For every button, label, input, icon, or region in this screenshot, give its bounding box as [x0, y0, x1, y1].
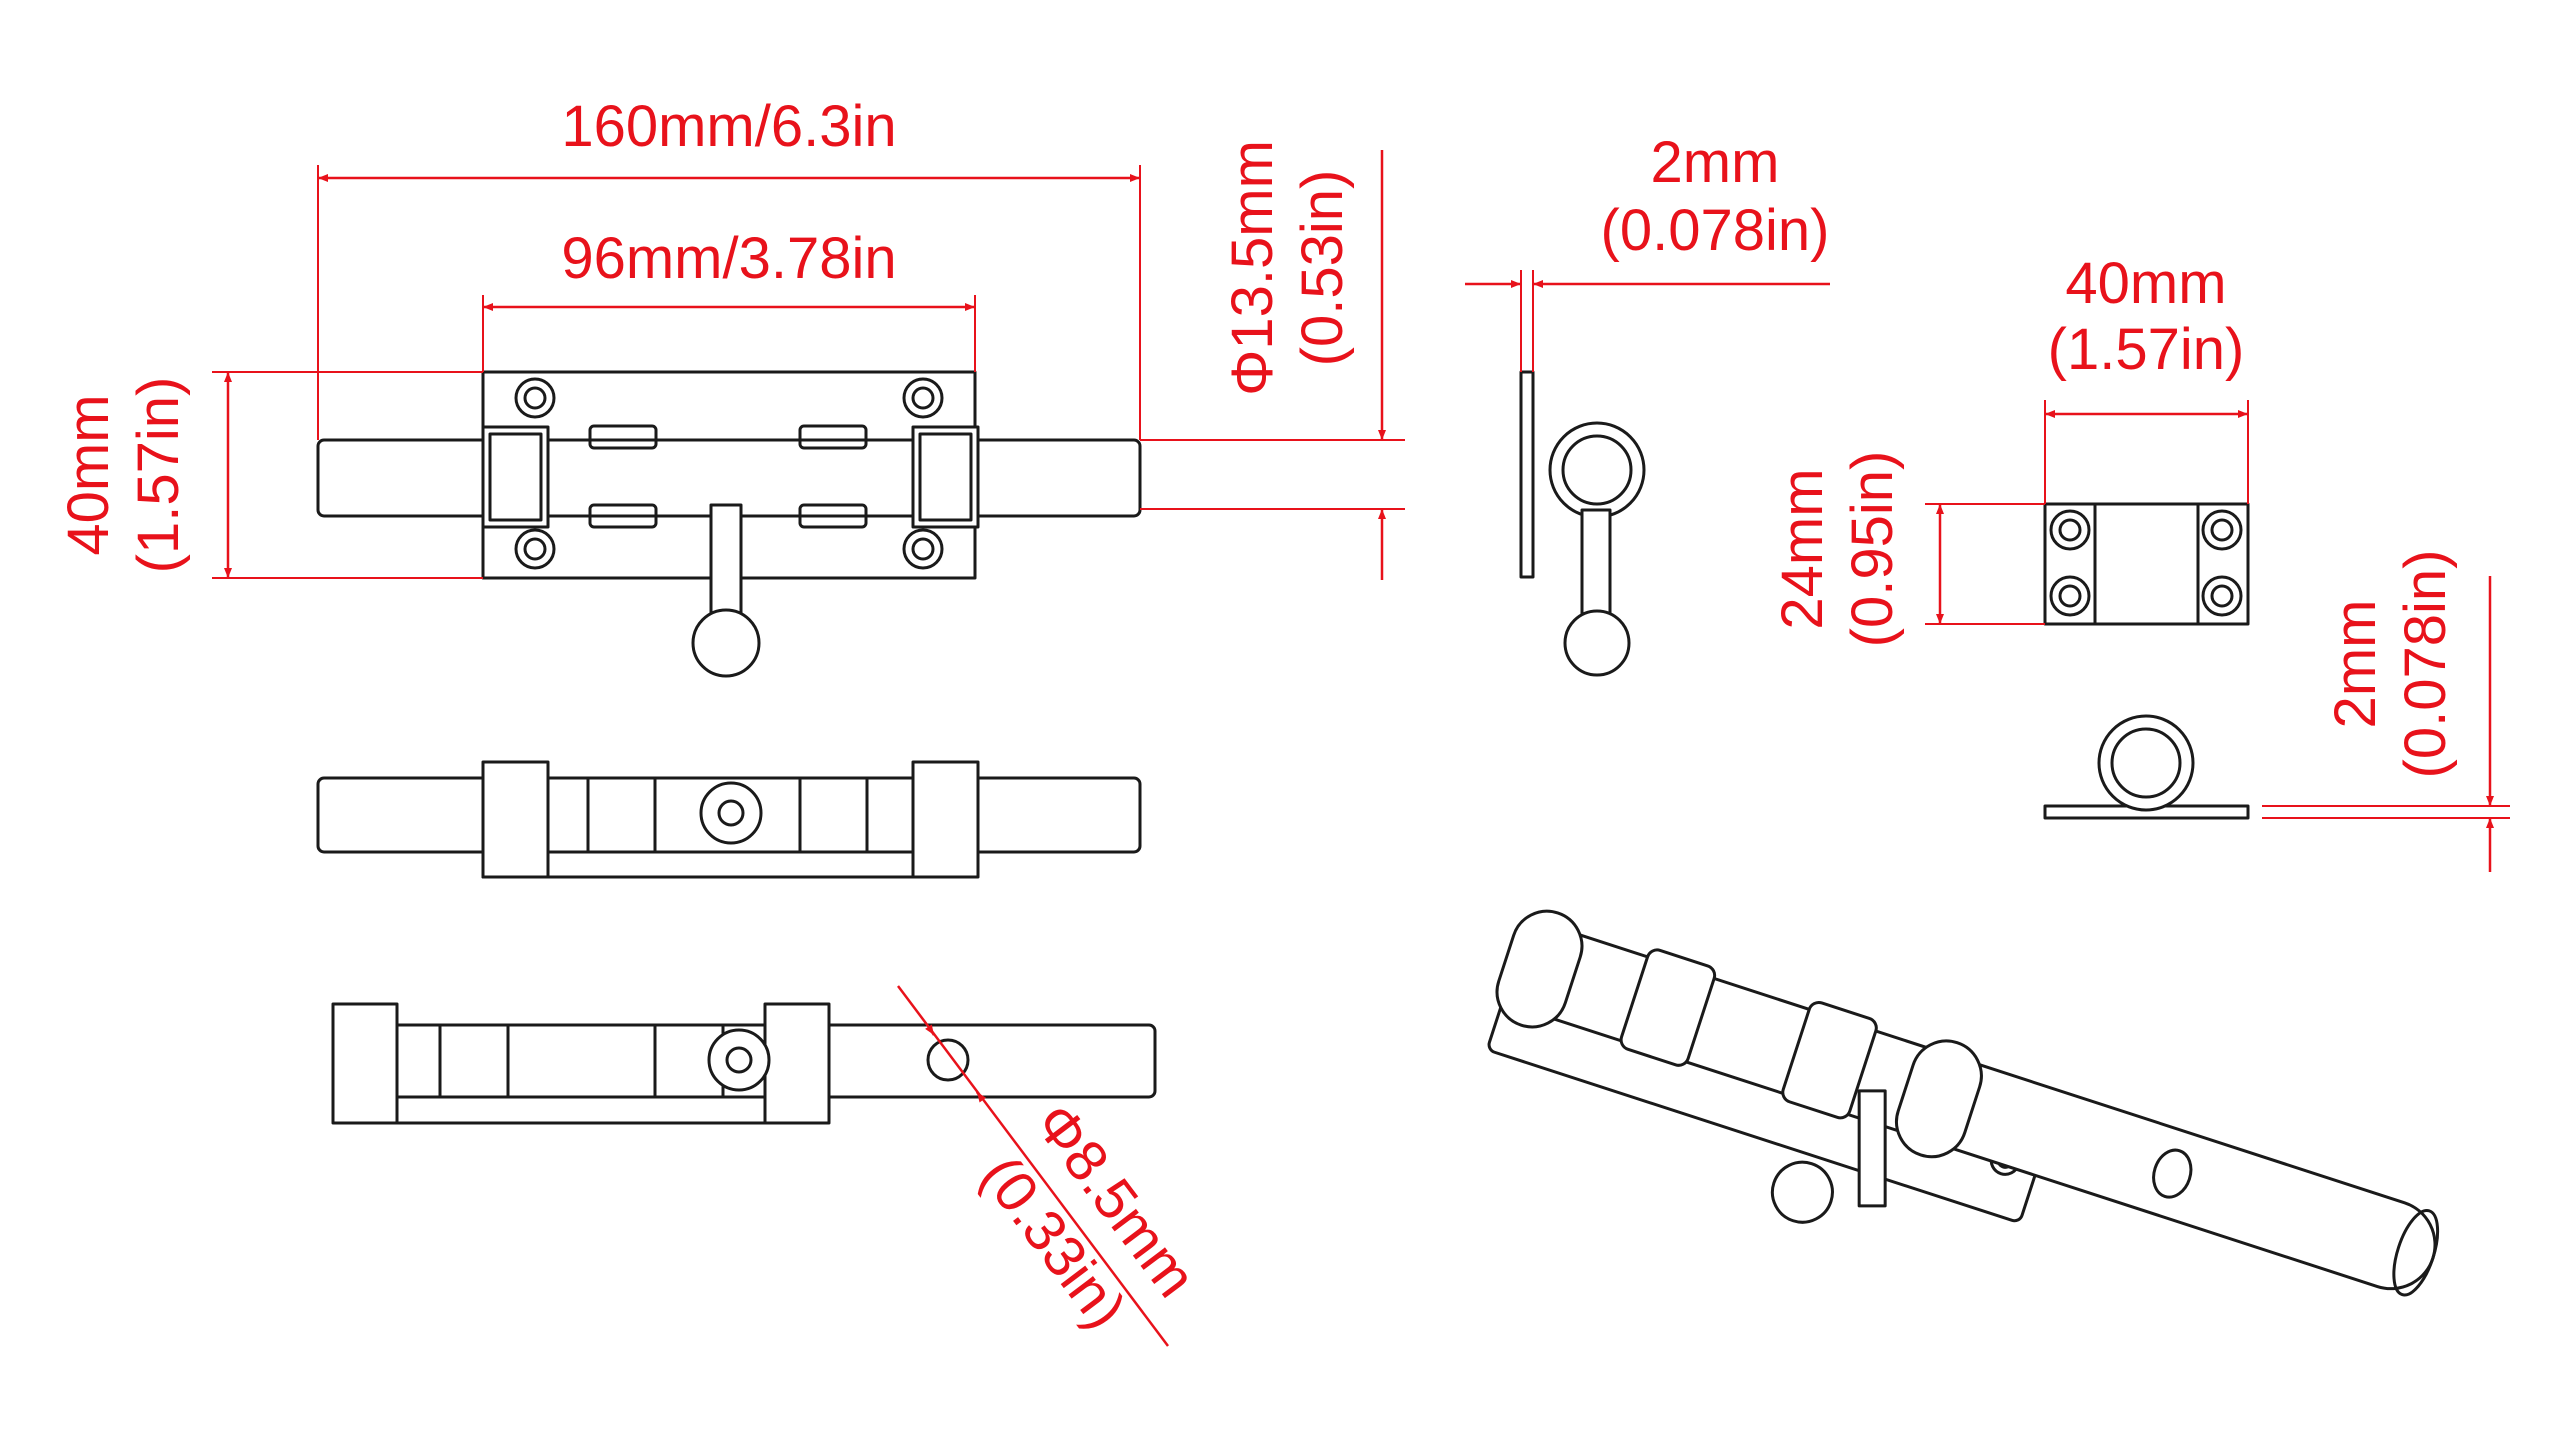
- dimension-keeper-width: 40mm (1.57in): [2044, 251, 2249, 504]
- dimension-96mm: 96mm/3.78in: [482, 226, 976, 372]
- keeper-thickness-in-label: (0.078in): [2393, 550, 2458, 779]
- bolt-diameter-in-label: (0.53in): [1290, 170, 1355, 367]
- dimension-40mm-height: 40mm (1.57in): [56, 371, 483, 579]
- sheet-thickness-mm-label: 2mm: [1651, 130, 1780, 195]
- keeper-height-in-label: (0.95in): [1840, 451, 1905, 648]
- dimension-keeper-height: 24mm (0.95in): [1770, 451, 2045, 648]
- bolt-diameter-mm-label: Φ13.5mm: [1220, 140, 1285, 396]
- height-in-label: (1.57in): [126, 377, 191, 574]
- dimension-bolt-diameter: Φ13.5mm (0.53in): [1140, 140, 1405, 580]
- plate-length-label: 96mm/3.78in: [561, 226, 896, 291]
- keeper-width-mm-label: 40mm: [2065, 251, 2226, 316]
- keeper-thickness-mm-label: 2mm: [2323, 600, 2388, 729]
- dimension-160mm: 160mm/6.3in: [317, 94, 1141, 440]
- overall-length-label: 160mm/6.3in: [561, 94, 896, 159]
- keeper-width-in-label: (1.57in): [2048, 317, 2245, 382]
- sheet-thickness-in-label: (0.078in): [1601, 198, 1830, 263]
- height-mm-label: 40mm: [56, 394, 121, 555]
- front-view: [316, 370, 1142, 678]
- dimension-keeper-thickness: 2mm (0.078in): [2262, 550, 2510, 872]
- keeper-top-view: [2043, 502, 2250, 626]
- keeper-height-mm-label: 24mm: [1770, 468, 1835, 629]
- dimension-sheet-thickness: 2mm (0.078in): [1465, 130, 1830, 372]
- keeper-side-view: [2043, 714, 2250, 820]
- side-view: [331, 1002, 1157, 1125]
- end-view: [1519, 370, 1646, 677]
- isometric-view: [1487, 909, 2440, 1297]
- top-view: [316, 760, 1142, 879]
